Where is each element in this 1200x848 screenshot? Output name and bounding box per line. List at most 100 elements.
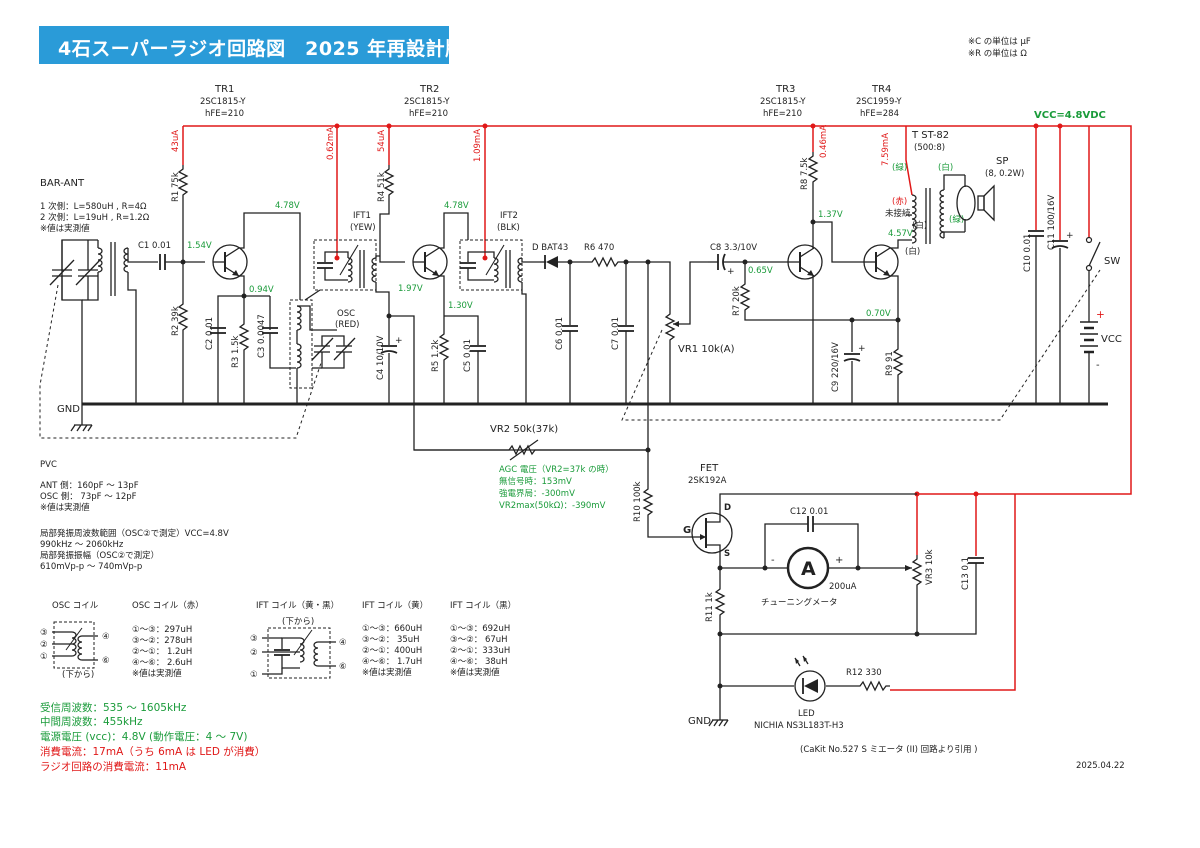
r10-label: R10 100k <box>633 481 643 522</box>
spec-line: 中間周波数：455kHz <box>40 715 143 728</box>
r1-label: R1 75k <box>171 172 181 202</box>
node <box>482 123 488 129</box>
node <box>1057 123 1063 129</box>
wire <box>375 255 380 258</box>
transformer-ratio: (500:8) <box>914 143 945 153</box>
vr3-potentiometer <box>912 554 922 590</box>
osc-trimmer <box>311 335 356 369</box>
power-switch[interactable] <box>1085 236 1101 272</box>
r8-resistor <box>808 151 818 187</box>
c9-label: C9 220/16V <box>831 342 841 392</box>
wire <box>269 333 296 369</box>
diode-label: D BAT43 <box>532 243 568 253</box>
wire <box>680 261 708 325</box>
wire <box>890 239 912 249</box>
node <box>810 123 816 129</box>
pin-label: ① <box>250 670 258 680</box>
tr3-transistor <box>787 244 823 280</box>
ift-black-value: ③〜②： 67uH <box>450 635 508 645</box>
vr1-potentiometer <box>665 309 675 345</box>
ift-yellow-value: ※値は実測値 <box>362 667 412 678</box>
pin-label: ③ <box>40 628 48 638</box>
node <box>482 255 488 261</box>
meter-minus: - <box>771 555 775 566</box>
unit-note-r: ※R の単位は Ω <box>968 48 1027 59</box>
ift-yellow-value: ②〜①：400uH <box>362 646 422 656</box>
wire-color: 未接続 <box>885 208 911 219</box>
c9-capacitor <box>843 343 867 362</box>
wire <box>813 221 864 263</box>
r5-label: R5 1.2k <box>431 339 441 372</box>
ift1-color: (YEW) <box>350 223 376 233</box>
fet-gate-label: G <box>683 525 691 536</box>
fet-transistor <box>690 493 917 568</box>
voltage-label: 1.30V <box>448 301 473 311</box>
tr2-hfe: hFE=210 <box>409 109 448 119</box>
unit-note-c: ※C の単位は μF <box>968 36 1031 47</box>
node <box>762 565 768 571</box>
r3-resistor <box>239 319 249 355</box>
vr3-label: VR3 10k <box>925 549 935 585</box>
view-note: (下から) <box>62 670 94 680</box>
agc-note: VR2max(50kΩ)：-390mV <box>499 501 606 511</box>
tr1-hfe: hFE=210 <box>205 109 244 119</box>
pvc-note: PVC <box>40 460 57 470</box>
r5-resistor <box>439 329 449 365</box>
osc-label: OSC <box>337 309 355 319</box>
node <box>717 631 723 637</box>
r9-resistor <box>893 344 903 380</box>
meter-unit: 200uA <box>829 582 857 592</box>
voltage-label: 4.78V <box>275 201 300 211</box>
current-label: 0.46mA <box>819 125 829 158</box>
r12-label: R12 330 <box>846 668 882 678</box>
tr1-model: 2SC1815-Y <box>200 97 246 107</box>
wire <box>647 519 690 538</box>
r11-label: R11 1k <box>705 592 715 622</box>
fet-label: FET <box>700 463 719 474</box>
battery-minus: - <box>1096 360 1100 371</box>
view-note: (下から) <box>282 617 314 627</box>
r11-resistor <box>715 584 725 620</box>
tr3-id: TR3 <box>775 84 795 95</box>
osc-coil-pinout <box>52 621 98 669</box>
node <box>241 293 247 299</box>
c10-label: C10 0.01 <box>1023 234 1033 272</box>
node <box>334 123 340 129</box>
vr3-wiper-arrow <box>905 565 912 571</box>
wire <box>444 315 479 345</box>
voltage-label: 0.65V <box>748 266 773 276</box>
page-title: 4石スーパーラジオ回路図 2025 年再設計版 <box>58 38 465 60</box>
osc-coil-value: ②〜①： 1.2uH <box>132 647 192 657</box>
voltage-label: 4.78V <box>444 201 469 211</box>
bar-ant-label: BAR-ANT <box>40 178 85 189</box>
wire-color: (赤) <box>892 197 907 207</box>
coil-title: OSC コイル <box>52 601 99 611</box>
wire <box>764 523 808 568</box>
coil-title: IFT コイル（黄） <box>362 600 428 611</box>
wire <box>813 523 859 568</box>
led-label: LED <box>798 709 815 719</box>
bar-ant-spec: ※値は実測値 <box>40 223 90 234</box>
r12-resistor <box>855 681 891 691</box>
wire-color: (緑) <box>949 214 964 225</box>
pvc-note: OSC 側： 73pF 〜 12pF <box>40 491 137 502</box>
current-label: 54uA <box>377 130 387 152</box>
node <box>1033 123 1039 129</box>
c8-plus: + <box>727 267 735 277</box>
r2-label: R2 39k <box>171 306 181 336</box>
current-label: 43uA <box>171 130 181 152</box>
voltage-label: 1.54V <box>187 241 212 251</box>
pin-label: ② <box>250 648 258 658</box>
node <box>334 255 340 261</box>
speaker-label: SP <box>996 156 1008 167</box>
node <box>645 447 651 453</box>
r3-label: R3 1.5k <box>231 335 241 368</box>
sw-label: SW <box>1104 256 1120 267</box>
gnd-label: GND <box>57 404 80 415</box>
current-label: 0.62mA <box>326 127 336 160</box>
pin-label: ④ <box>339 638 347 648</box>
speaker-spec: (8, 0.2W) <box>985 169 1024 179</box>
c12-label: C12 0.01 <box>790 507 828 517</box>
gnd-lower-label: GND <box>688 716 711 727</box>
vr1-wiper-arrow <box>673 321 679 327</box>
